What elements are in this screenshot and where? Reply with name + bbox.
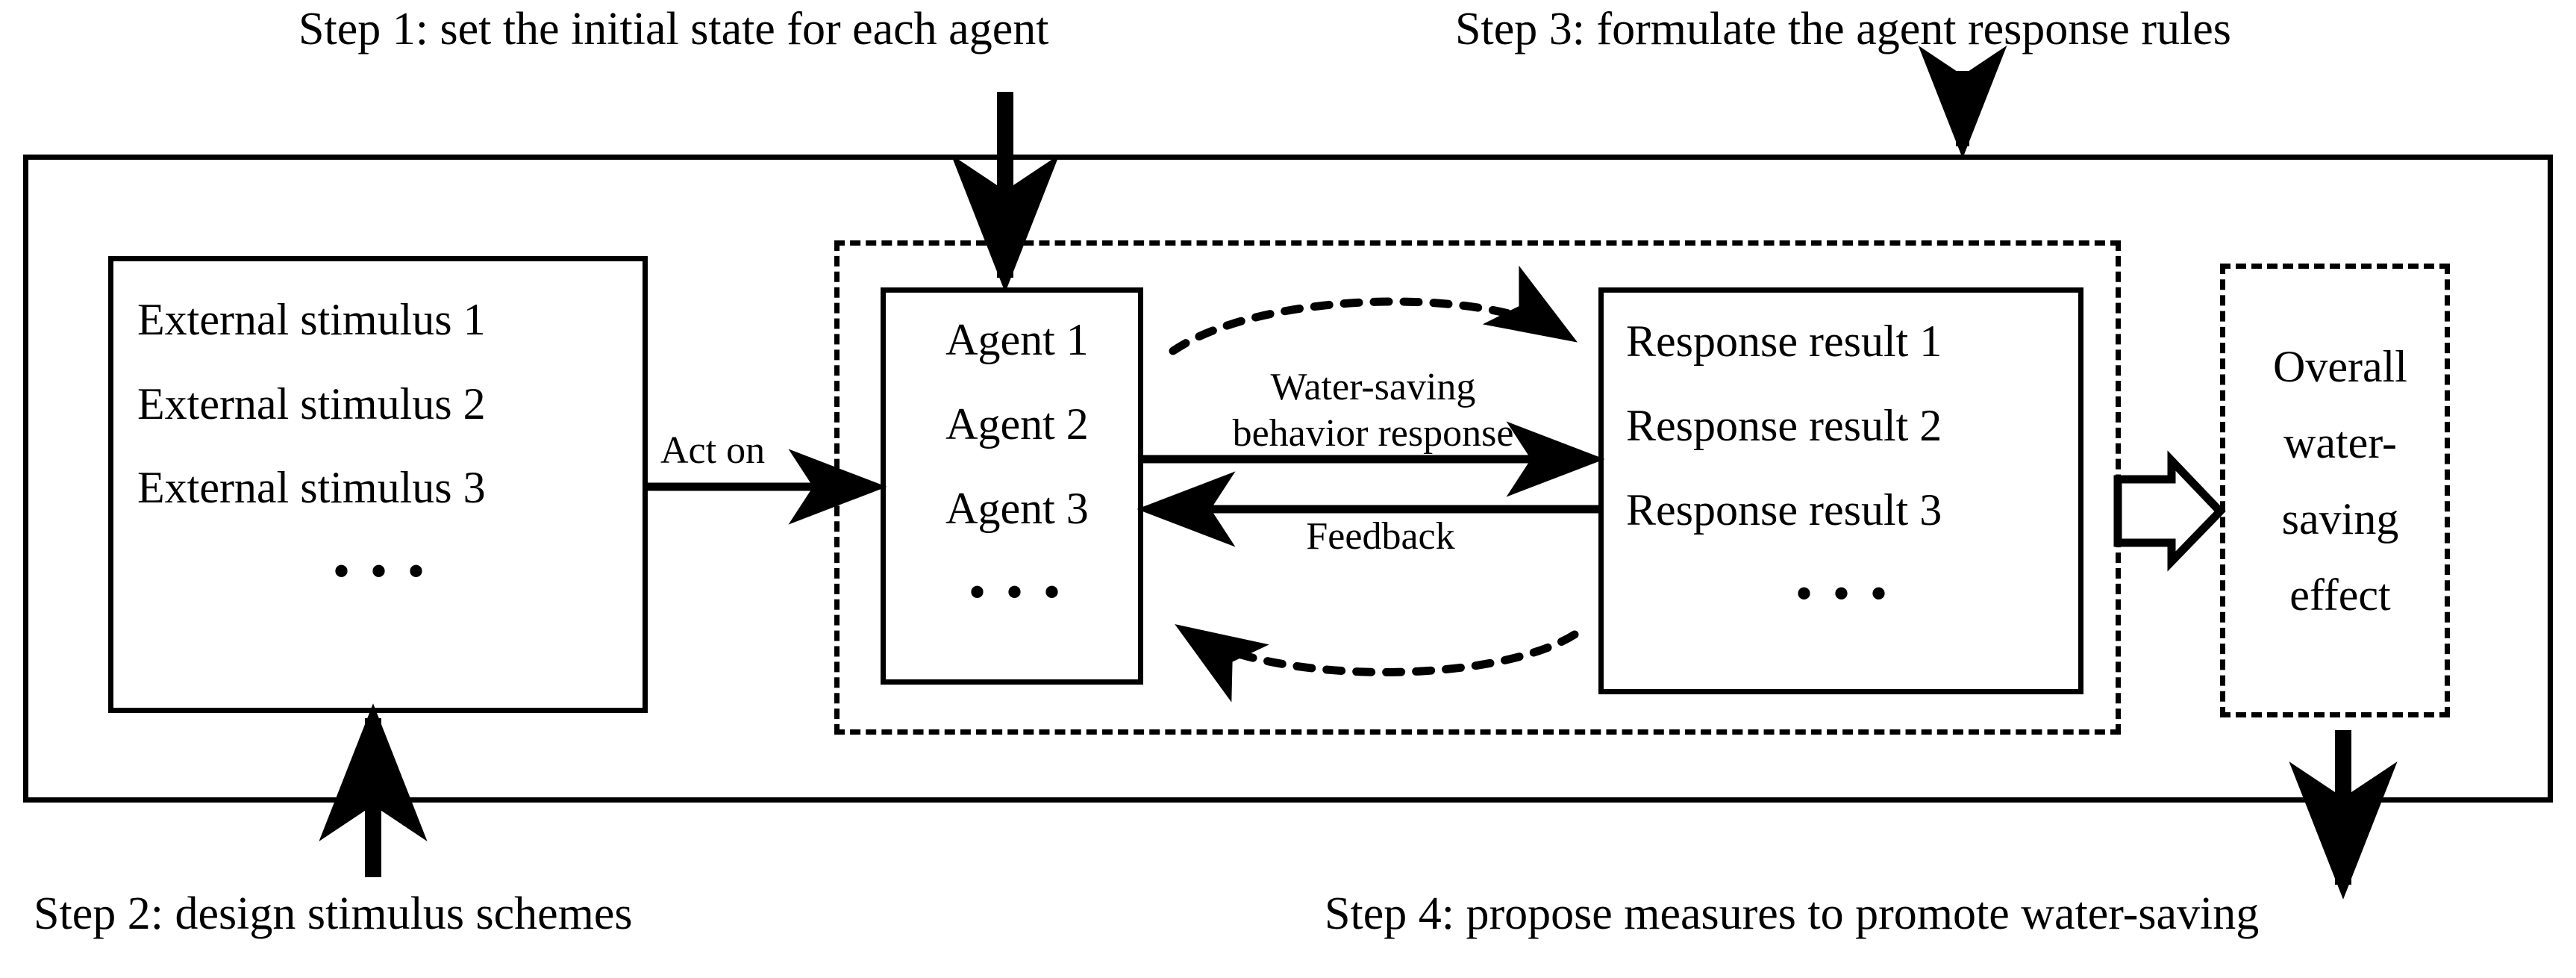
response-result-3: Response result 3: [1626, 485, 1942, 535]
response-result-box: Response result 1 Response result 2 Resp…: [1598, 287, 2083, 694]
response-result-ellipsis: • • •: [1796, 569, 1892, 618]
overall-line-1: Overall: [2273, 342, 2407, 391]
external-stimulus-1: External stimulus 1: [137, 295, 486, 344]
overall-line-4: effect: [2289, 570, 2391, 620]
external-stimulus-ellipsis: • • •: [334, 546, 430, 596]
water-saving-response-label-line1: Water-saving: [1270, 366, 1476, 408]
external-stimulus-2: External stimulus 2: [137, 379, 486, 429]
external-stimulus-box: External stimulus 1 External stimulus 2 …: [108, 256, 648, 713]
step-2-caption: Step 2: design stimulus schemes: [34, 888, 633, 939]
step-3-caption: Step 3: formulate the agent response rul…: [1455, 4, 2231, 54]
overall-water-saving-effect-box: Overall water- saving effect: [2220, 264, 2450, 717]
agent-list-box: Agent 1 Agent 2 Agent 3 • • •: [881, 287, 1143, 685]
response-result-1: Response result 1: [1626, 317, 1942, 366]
water-saving-response-label-line2: behavior response: [1232, 412, 1514, 455]
agent-3: Agent 3: [945, 484, 1089, 533]
agent-ellipsis: • • •: [969, 567, 1066, 617]
response-result-2: Response result 2: [1626, 401, 1942, 450]
feedback-label: Feedback: [1306, 515, 1455, 558]
agent-2: Agent 2: [945, 399, 1089, 449]
act-on-label: Act on: [660, 429, 766, 472]
overall-line-2: water-: [2283, 418, 2398, 467]
step-1-caption: Step 1: set the initial state for each a…: [298, 4, 1049, 54]
agent-1: Agent 1: [945, 315, 1089, 364]
step-4-caption: Step 4: propose measures to promote wate…: [1325, 888, 2260, 939]
external-stimulus-3: External stimulus 3: [137, 463, 486, 512]
overall-line-3: saving: [2281, 494, 2399, 543]
